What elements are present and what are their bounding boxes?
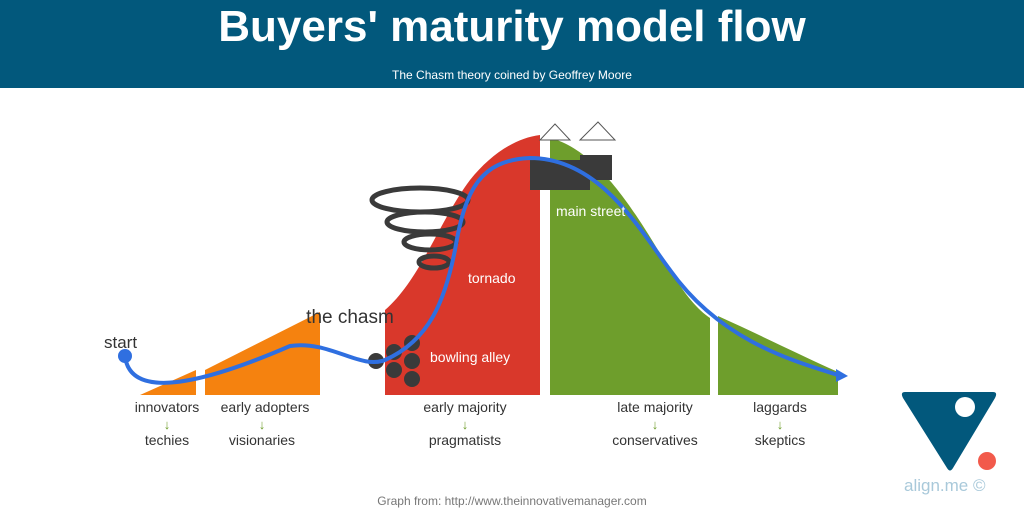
start-label: start <box>104 333 137 352</box>
bowling-label: bowling alley <box>430 349 510 365</box>
tornado-label: tornado <box>468 270 516 286</box>
segment-name: late majority <box>617 399 692 415</box>
segment-type: skeptics <box>755 432 806 448</box>
segment-type: techies <box>145 432 189 448</box>
segment-name: laggards <box>753 399 807 415</box>
segment-type: pragmatists <box>429 432 501 448</box>
main-street-label: main street <box>556 203 625 219</box>
align-me-logo <box>901 392 997 471</box>
late-majority-shape <box>550 138 710 395</box>
down-arrow-icon: ↓ <box>259 417 266 432</box>
down-arrow-icon: ↓ <box>164 417 171 432</box>
header-banner: Buyers' maturity model flow The Chasm th… <box>0 0 1024 88</box>
segment-name: early majority <box>423 399 506 415</box>
houses-icon <box>530 121 617 190</box>
page-title: Buyers' maturity model flow <box>218 2 806 51</box>
start-dot <box>118 349 132 363</box>
segment-name: early adopters <box>221 399 310 415</box>
down-arrow-icon: ↓ <box>462 417 469 432</box>
segment-type: conservatives <box>612 432 698 448</box>
arrow-head-icon <box>836 369 848 382</box>
page-subtitle: The Chasm theory coined by Geoffrey Moor… <box>392 68 632 82</box>
down-arrow-icon: ↓ <box>777 417 784 432</box>
down-arrow-icon: ↓ <box>652 417 659 432</box>
chasm-label: the chasm <box>306 307 394 328</box>
segment-type: visionaries <box>229 432 295 448</box>
source-credit: Graph from: http://www.theinnovativemana… <box>377 494 647 508</box>
buyer-flow-arrow <box>123 155 839 385</box>
segment-name: innovators <box>135 399 200 415</box>
early-adopters-shape <box>205 312 320 395</box>
brand-name: align.me © <box>904 476 986 495</box>
